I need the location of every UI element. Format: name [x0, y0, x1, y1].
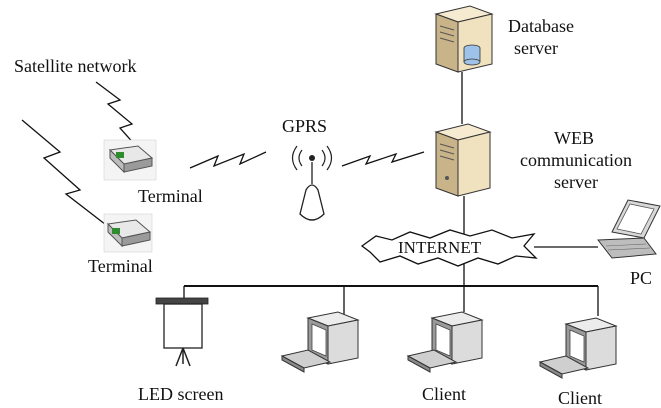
web-server-label-line3: server [554, 172, 598, 192]
client-2-label: Client [558, 388, 602, 408]
terminal-bottom-label: Terminal [88, 256, 153, 276]
pc-laptop-icon [597, 199, 661, 259]
terminal-top-label: Terminal [138, 186, 203, 206]
pc-label: PC [630, 268, 653, 288]
gprs-server-link [341, 151, 425, 167]
client-desktop-3-icon [538, 317, 618, 379]
led-screen-icon [155, 297, 209, 367]
terminal-gprs-link [189, 151, 267, 169]
internet-label: INTERNET [398, 238, 482, 257]
satellite-network-label: Satellite network [14, 56, 137, 76]
led-screen-label: LED screen [138, 384, 224, 404]
terminal-device-bottom [103, 213, 153, 253]
client-desktop-2-icon [406, 311, 484, 373]
database-server-label-line2: server [514, 38, 558, 58]
web-server-label-line2: communication [520, 150, 632, 170]
client-desktop-1-icon [280, 311, 360, 373]
satellite-link-bottom [21, 119, 111, 229]
gprs-label: GPRS [282, 116, 328, 136]
database-server-label-line1: Database [508, 16, 574, 36]
terminal-device-top [103, 139, 157, 181]
database-server-icon [434, 5, 494, 73]
internet-cloud-shape [360, 229, 538, 267]
web-server-icon [434, 123, 492, 197]
web-server-label-line1: WEB [554, 128, 594, 148]
satellite-link-top [95, 81, 137, 147]
client-1-label: Client [422, 384, 466, 404]
gprs-antenna-icon [291, 145, 333, 221]
